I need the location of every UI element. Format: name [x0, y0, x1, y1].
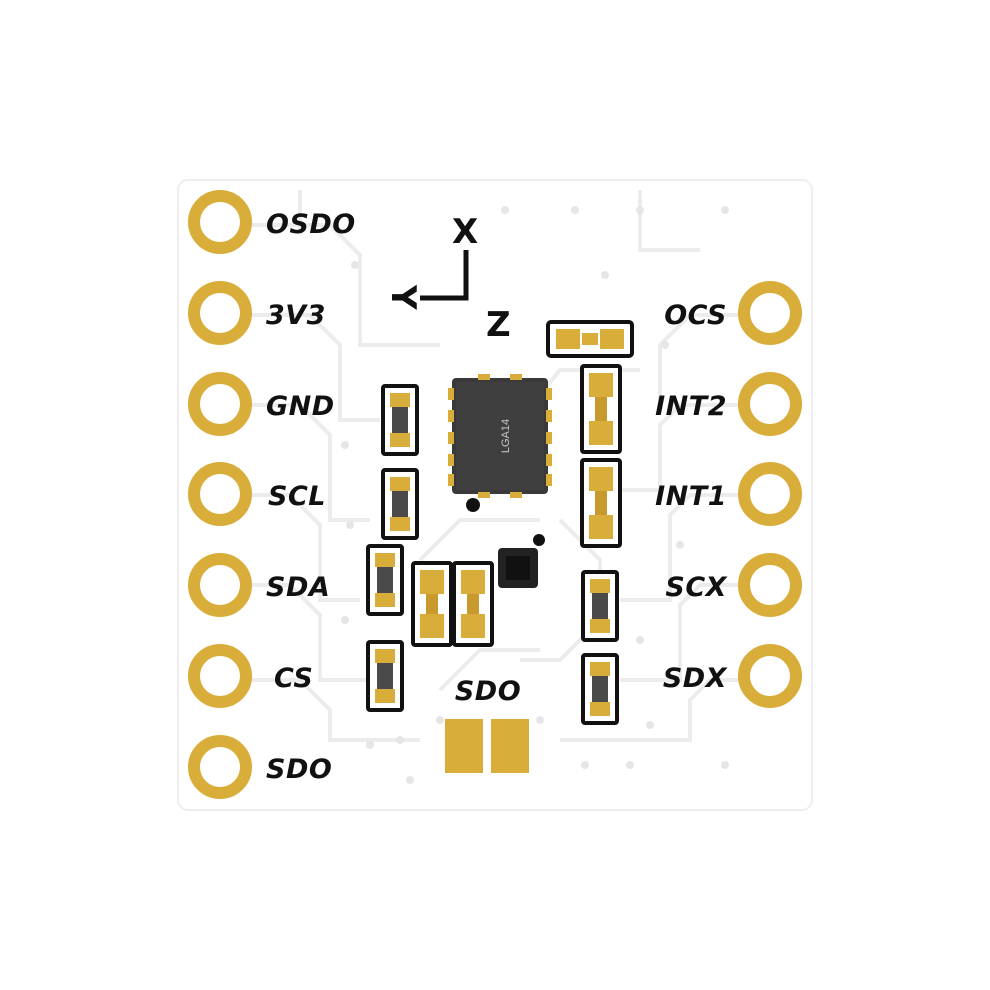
sdo-jumper-pads[interactable]: [445, 719, 529, 773]
pin-label-osdo: OSDO: [266, 209, 356, 240]
pcb-vias: [341, 206, 729, 784]
pcb-outline: [177, 179, 813, 811]
resistor-r6: [581, 653, 619, 725]
pin-pad-3v3[interactable]: [188, 281, 252, 345]
pcb-traces: [250, 190, 740, 742]
pin-label-sdx: SDX: [663, 663, 728, 694]
smd-components: [366, 364, 622, 725]
pin-pad-gnd[interactable]: [188, 372, 252, 436]
capacitor-c2: [452, 561, 494, 647]
pin-label-3v3: 3V3: [266, 300, 326, 331]
resistor-r4: [366, 640, 404, 712]
resistor-r5: [581, 570, 619, 642]
capacitor-c1: [411, 561, 453, 647]
pin-label-int2: INT2: [655, 391, 727, 422]
capacitor-c3: [580, 364, 622, 454]
lga14-chip: LGA14: [448, 374, 552, 512]
pin-pad-osdo[interactable]: [188, 190, 252, 254]
pin-pad-sdx[interactable]: [738, 644, 802, 708]
pin-pad-ocs[interactable]: [738, 281, 802, 345]
pin-label-scl: SCL: [268, 481, 326, 512]
pin-pad-scx[interactable]: [738, 553, 802, 617]
pin-label-sdo: SDO: [266, 754, 332, 785]
capacitor-c4: [580, 458, 622, 548]
axis-label-x: X: [452, 212, 478, 252]
pin-pad-sdo[interactable]: [188, 735, 252, 799]
pin-label-scx: SCX: [665, 572, 727, 603]
resistor-r2: [381, 468, 419, 540]
pin-pad-scl[interactable]: [188, 462, 252, 526]
pin-label-gnd: GND: [266, 391, 335, 422]
pin-pad-int1[interactable]: [738, 462, 802, 526]
axis-lines: [420, 250, 469, 301]
axis-label-y: Y: [383, 284, 423, 310]
right-pin-pads: [738, 281, 802, 708]
pin-pad-sda[interactable]: [188, 553, 252, 617]
small-ic: [498, 534, 545, 588]
pin-pad-cs[interactable]: [188, 644, 252, 708]
axis-label-z: Z: [486, 305, 511, 345]
pin-label-sda: SDA: [266, 572, 330, 603]
left-pin-pads: [188, 190, 252, 799]
chip-pin1-dot: [466, 498, 480, 512]
ocs-jumper[interactable]: [546, 320, 634, 358]
pin-label-ocs: OCS: [664, 300, 727, 331]
resistor-r1: [381, 384, 419, 456]
resistor-r3: [366, 544, 404, 616]
axis-indicator: X Y Z: [383, 212, 511, 345]
chip-marking: LGA14: [500, 419, 512, 453]
pin-pad-int2[interactable]: [738, 372, 802, 436]
pin-label-int1: INT1: [655, 481, 727, 512]
pin-label-cs: CS: [274, 663, 313, 694]
right-pin-labels: OCS INT2 INT1 SCX SDX: [655, 300, 728, 694]
left-pin-labels: OSDO 3V3 GND SCL SDA CS SDO: [266, 209, 356, 785]
sdo-jumper-label: SDO: [455, 676, 521, 707]
